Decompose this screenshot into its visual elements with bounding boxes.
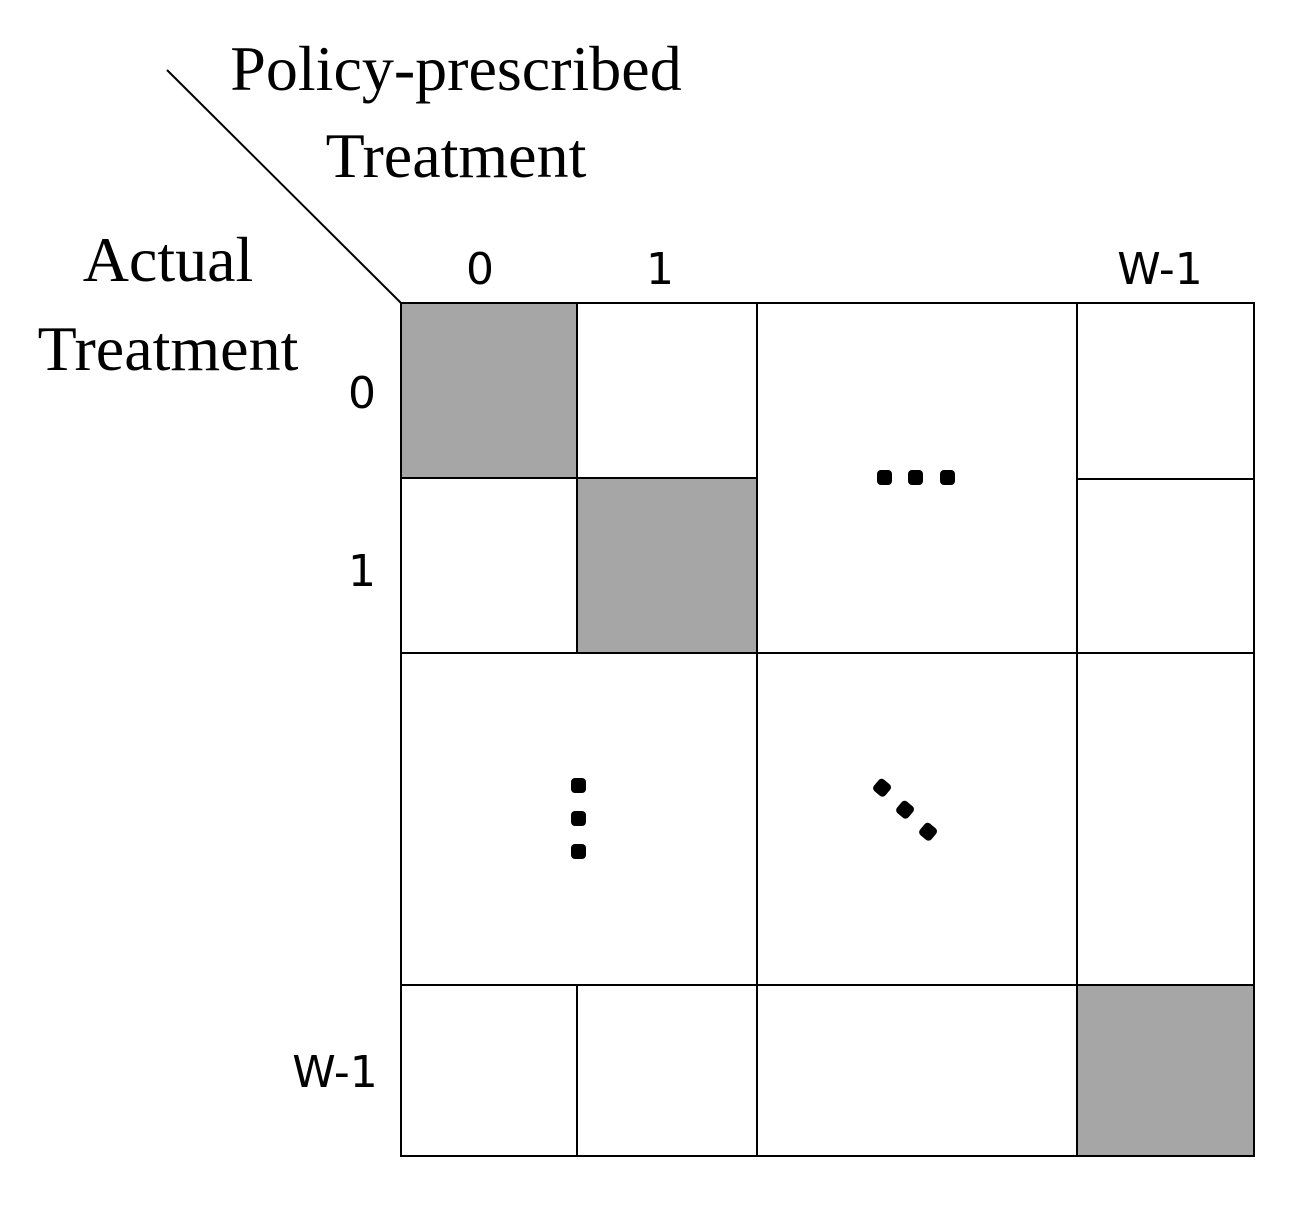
cell-0-1	[576, 302, 758, 479]
vertical-ellipsis-icon	[571, 778, 586, 859]
matrix-grid	[400, 302, 1255, 1157]
column-axis-label-line1: Policy-prescribed	[230, 33, 681, 104]
cell-last-0	[400, 984, 578, 1157]
cell-1-1-diagonal	[576, 477, 758, 654]
horizontal-ellipsis-icon	[877, 470, 955, 485]
cell-middle-right-block	[1076, 652, 1255, 986]
row-header-1: 1	[348, 546, 376, 597]
row-axis-label-line1: Actual	[83, 224, 254, 295]
row-axis-label-line2: Treatment	[38, 313, 299, 384]
header-diagonal-line	[166, 69, 402, 304]
diagonal-ellipsis-icon	[873, 778, 937, 841]
cell-0-last	[1076, 302, 1255, 480]
cell-1-0	[400, 477, 578, 654]
column-header-last: W-1	[1117, 244, 1203, 295]
row-header-0: 0	[348, 368, 376, 419]
cell-1-last	[1076, 478, 1255, 654]
row-header-last: W-1	[292, 1047, 378, 1098]
column-axis-label-line2: Treatment	[326, 120, 587, 191]
cell-last-1	[576, 984, 758, 1157]
column-header-0: 0	[466, 244, 494, 295]
cell-middle-center-block	[756, 652, 1078, 986]
cell-last-last-diagonal	[1076, 984, 1255, 1157]
cell-0-0-diagonal	[400, 302, 578, 479]
cell-last-middle	[756, 984, 1078, 1157]
column-header-1: 1	[646, 244, 674, 295]
